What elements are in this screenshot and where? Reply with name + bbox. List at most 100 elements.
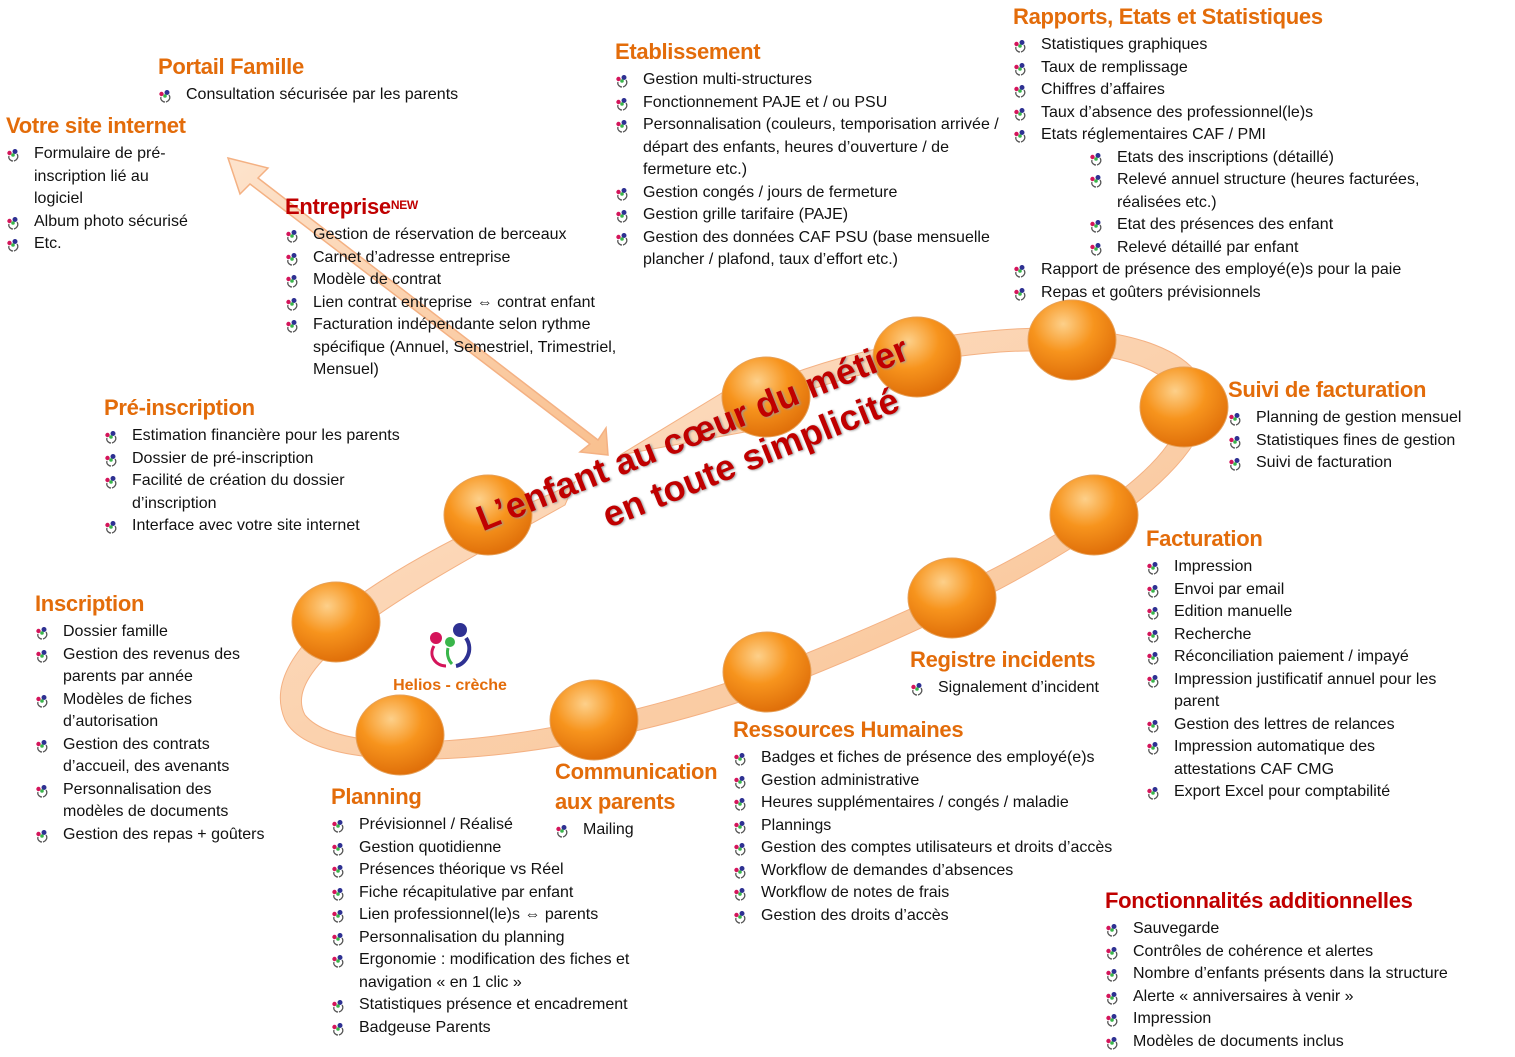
helios-bullet-icon xyxy=(35,625,49,640)
orbit-sphere xyxy=(721,356,811,438)
feature-item: Taux d’absence des professionnel(le)s xyxy=(1013,102,1473,125)
helios-bullet-icon xyxy=(1013,83,1027,98)
helios-bullet-icon xyxy=(35,828,49,843)
helios-bullet-icon xyxy=(733,886,747,901)
feature-item: Statistiques présence et encadrement xyxy=(331,994,661,1017)
feature-text: Recherche xyxy=(1174,625,1252,643)
feature-text: Formulaire de pré-inscription lié au log… xyxy=(34,145,166,207)
helios-bullet-icon xyxy=(6,237,20,252)
helios-bullet-icon xyxy=(1146,650,1160,665)
logo-text: Helios - crèche xyxy=(393,677,507,694)
feature-item: Envoi par email xyxy=(1146,579,1446,602)
section-title: Etablissement xyxy=(615,37,1005,67)
feature-text: Mailing xyxy=(583,821,634,838)
section-title: Facturation xyxy=(1146,524,1446,554)
feature-text: Alerte « anniversaires à venir » xyxy=(1133,987,1354,1005)
feature-item: Fiche récapitulative par enfant xyxy=(331,882,661,905)
feature-text: Fiche récapitulative par enfant xyxy=(359,883,574,901)
feature-text: Repas et goûters prévisionnels xyxy=(1041,283,1261,301)
helios-bullet-icon xyxy=(104,452,118,467)
feature-item: Ergonomie : modification des fiches et n… xyxy=(331,949,661,994)
helios-bullet-icon xyxy=(331,931,345,946)
feature-item: Gestion des données CAF PSU (base mensue… xyxy=(615,227,1005,272)
helios-bullet-icon xyxy=(1105,1012,1119,1027)
orbit-sphere xyxy=(355,694,445,776)
helios-bullet-icon xyxy=(1146,740,1160,755)
helios-bullet-icon xyxy=(1105,990,1119,1005)
helios-bullet-icon xyxy=(331,1021,345,1036)
orbit-sphere xyxy=(722,631,812,713)
helios-bullet-icon xyxy=(1105,967,1119,982)
feature-item: Gestion de réservation de berceaux xyxy=(285,224,645,247)
feature-text: Gestion des repas + goûters xyxy=(63,825,265,843)
feature-text: Gestion des comptes utilisateurs et droi… xyxy=(761,839,1113,856)
feature-text: Gestion quotidienne xyxy=(359,838,502,856)
orbit-sphere xyxy=(872,316,962,398)
section-title-text: Fonctionnalités additionnelles xyxy=(1105,888,1413,913)
feature-item: Plannings xyxy=(733,815,1123,838)
feature-item: Relevé annuel structure (heures facturée… xyxy=(1089,169,1473,214)
section-title-text: Etablissement xyxy=(615,39,761,64)
feature-item: Suivi de facturation xyxy=(1228,452,1508,475)
feature-list: Mailing xyxy=(555,819,725,842)
feature-text: Gestion des lettres de relances xyxy=(1174,715,1395,733)
feature-text: Facturation indépendante selon rythme sp… xyxy=(313,316,617,378)
feature-item: Personnalisation des modèles de document… xyxy=(35,779,265,824)
section-title-text: Ressources Humaines xyxy=(733,717,964,742)
helios-bullet-icon xyxy=(285,296,299,311)
feature-text: Gestion grille tarifaire (PAJE) xyxy=(643,206,849,223)
section-title-text: Votre site internet xyxy=(6,113,186,138)
feature-item: Lien contrat entreprise ⇔ contrat enfant xyxy=(285,292,645,315)
feature-text: Signalement d’incident xyxy=(938,679,1099,696)
feature-item: Planning de gestion mensuel xyxy=(1228,407,1508,430)
feature-text: Edition manuelle xyxy=(1174,603,1293,620)
section-title: EntrepriseNEW xyxy=(285,192,645,222)
feature-item: Personnalisation (couleurs, temporisatio… xyxy=(615,114,1005,182)
helios-bullet-icon xyxy=(615,208,629,223)
orbit-sphere xyxy=(1027,299,1117,381)
feature-text: Fonctionnement PAJE et / ou PSU xyxy=(643,93,888,111)
helios-bullet-icon xyxy=(1013,286,1027,301)
section-title: Portail Famille xyxy=(158,52,498,82)
helios-bullet-icon xyxy=(35,738,49,753)
helios-bullet-icon xyxy=(615,118,629,133)
helios-bullet-icon xyxy=(1013,106,1027,121)
feature-text: Chiffres d’affaires xyxy=(1041,81,1165,98)
feature-text: Présences théorique vs Réel xyxy=(359,861,564,878)
feature-item: Export Excel pour comptabilité xyxy=(1146,781,1446,804)
helios-bullet-icon xyxy=(331,863,345,878)
feature-item: Gestion congés / jours de fermeture xyxy=(615,182,1005,205)
feature-item: Gestion des droits d’accès xyxy=(733,905,1123,928)
feature-item: Signalement d’incident xyxy=(910,677,1130,700)
feature-item: Repas et goûters prévisionnels xyxy=(1013,282,1473,305)
feature-text: Statistiques présence et encadrement xyxy=(359,996,628,1013)
feature-item: Nombre d’enfants présents dans la struct… xyxy=(1105,963,1505,986)
feature-text: Facilité de création du dossier d’inscri… xyxy=(132,472,345,512)
feature-item: Album photo sécurisé xyxy=(6,211,196,234)
feature-text: Badges et fiches de présence des employé… xyxy=(761,749,1095,766)
feature-item: Workflow de notes de frais xyxy=(733,882,1123,905)
feature-text: Gestion administrative xyxy=(761,771,920,789)
feature-item: Gestion des contrats d’accueil, des aven… xyxy=(35,734,265,779)
helios-bullet-icon xyxy=(1089,218,1103,233)
feature-item: Modèles de fiches d’autorisation xyxy=(35,689,265,734)
feature-text: Relevé annuel structure (heures facturée… xyxy=(1117,171,1420,211)
section-title: Pré-inscription xyxy=(104,393,404,423)
feature-item: Gestion des repas + goûters xyxy=(35,824,265,847)
feature-item: Estimation financière pour les parents xyxy=(104,425,404,448)
feature-text: Gestion des données CAF PSU (base mensue… xyxy=(643,228,990,269)
feature-item: Gestion quotidienne xyxy=(331,837,661,860)
section-title: Ressources Humaines xyxy=(733,715,1123,745)
orbit-sphere xyxy=(549,679,639,761)
helios-bullet-icon xyxy=(1105,1035,1119,1050)
feature-text: Prévisionnel / Réalisé xyxy=(359,816,513,833)
helios-bullet-icon xyxy=(733,841,747,856)
